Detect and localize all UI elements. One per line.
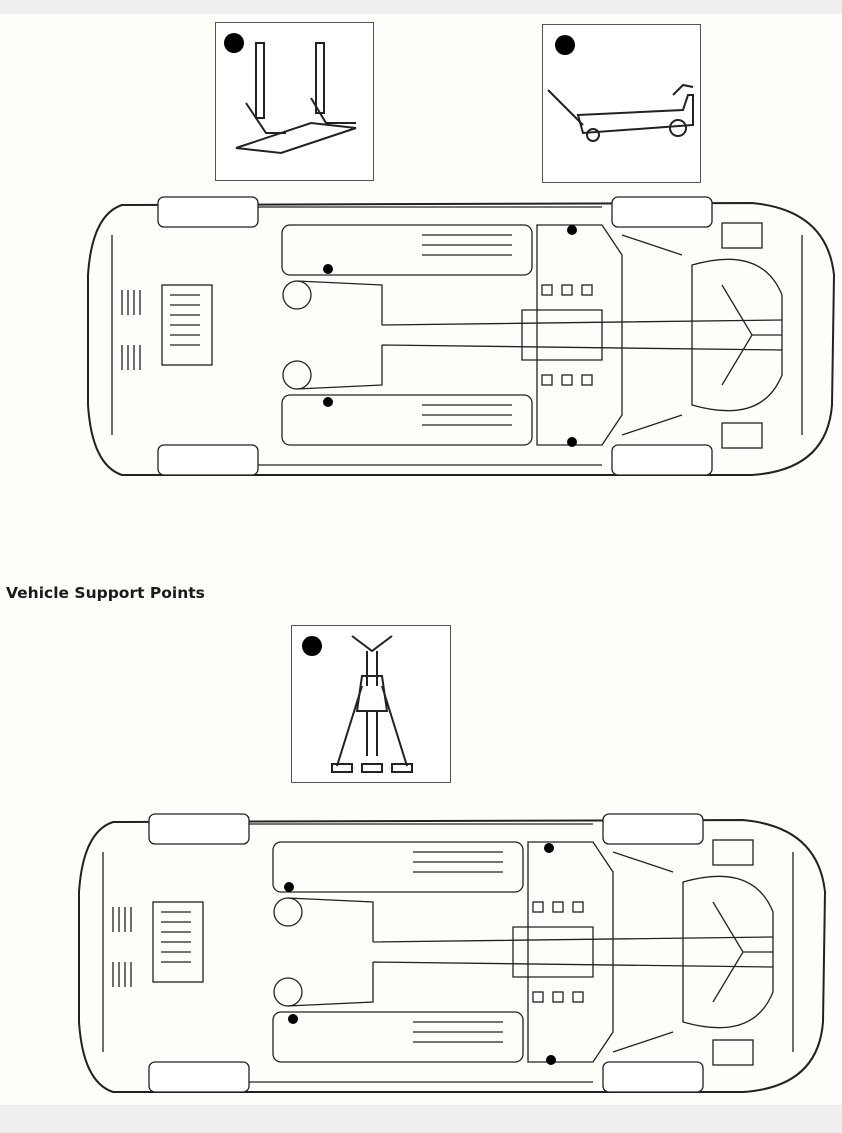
lifting-point-marker <box>323 264 333 274</box>
lifting-point-marker <box>567 437 577 447</box>
vehicle-underbody-lifting-diagram <box>87 196 835 476</box>
two-post-lift-icon-box <box>215 22 374 181</box>
top-band <box>0 0 842 14</box>
bottom-band <box>0 1105 842 1133</box>
support-point-marker <box>284 882 294 892</box>
trolley-jack-icon-box <box>542 24 701 183</box>
lifting-point-marker <box>567 225 577 235</box>
trolley-jack-icon <box>547 35 694 142</box>
support-point-marker <box>288 1014 298 1024</box>
vehicle-underbody-support-diagram <box>78 813 826 1093</box>
lifting-point-marker <box>323 397 333 407</box>
support-point-marker <box>546 1055 556 1065</box>
section-heading: Vehicle Support Points <box>6 584 205 602</box>
axle-stand-icon <box>302 635 413 773</box>
axle-stand-icon-box <box>291 625 451 783</box>
support-point-marker <box>544 843 554 853</box>
two-post-lift-icon <box>224 33 357 155</box>
